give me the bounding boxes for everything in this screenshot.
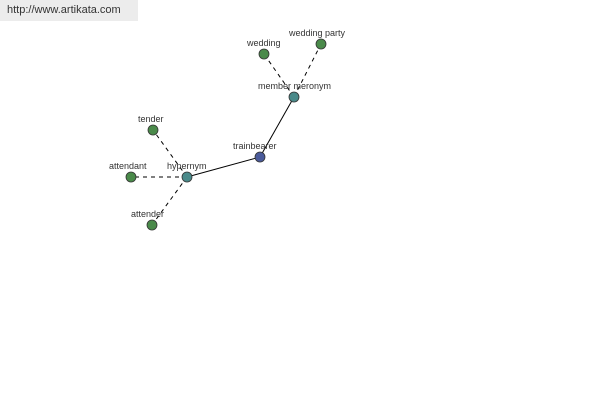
edge-member-meronym-to-wedding	[263, 53, 295, 98]
node-hypernym[interactable]: hypernym	[167, 161, 207, 183]
node-wedding[interactable]: wedding	[246, 38, 281, 60]
node-attendant-dot[interactable]	[125, 171, 137, 183]
node-attender[interactable]: attender	[131, 209, 164, 231]
node-hypernym-label: hypernym	[167, 161, 207, 171]
node-hypernym-dot[interactable]	[181, 171, 193, 183]
edge-member-meronym-to-wedding-party	[293, 43, 322, 98]
edge-trainbearer-to-member-meronym	[259, 96, 295, 158]
edge-hypernym-to-attender	[151, 176, 188, 226]
node-trainbearer[interactable]: trainbearer	[233, 141, 277, 163]
node-member-meronym-dot[interactable]	[288, 91, 300, 103]
node-wedding-party[interactable]: wedding party	[288, 28, 346, 50]
node-attender-dot[interactable]	[146, 219, 158, 231]
node-trainbearer-label: trainbearer	[233, 141, 277, 151]
node-tender-dot[interactable]	[147, 124, 159, 136]
node-tender-label: tender	[138, 114, 164, 124]
node-attendant-label: attendant	[109, 161, 147, 171]
node-wedding-party-label: wedding party	[288, 28, 346, 38]
node-attendant[interactable]: attendant	[109, 161, 147, 183]
edge-hypernym-to-tender	[152, 129, 188, 178]
edge-trainbearer-to-hypernym	[186, 156, 261, 178]
node-wedding-label: wedding	[246, 38, 281, 48]
node-attender-label: attender	[131, 209, 164, 219]
node-wedding-dot[interactable]	[258, 48, 270, 60]
node-member-meronym[interactable]: member meronym	[258, 81, 331, 103]
site-url-link[interactable]: http://www.artikata.com	[0, 0, 138, 21]
nodes-layer: trainbearer member meronym hypernym wedding…	[109, 28, 346, 231]
node-member-meronym-label: member meronym	[258, 81, 331, 91]
edges-layer	[131, 43, 322, 226]
node-trainbearer-dot[interactable]	[254, 151, 266, 163]
node-tender[interactable]: tender	[138, 114, 164, 136]
node-wedding-party-dot[interactable]	[315, 38, 327, 50]
